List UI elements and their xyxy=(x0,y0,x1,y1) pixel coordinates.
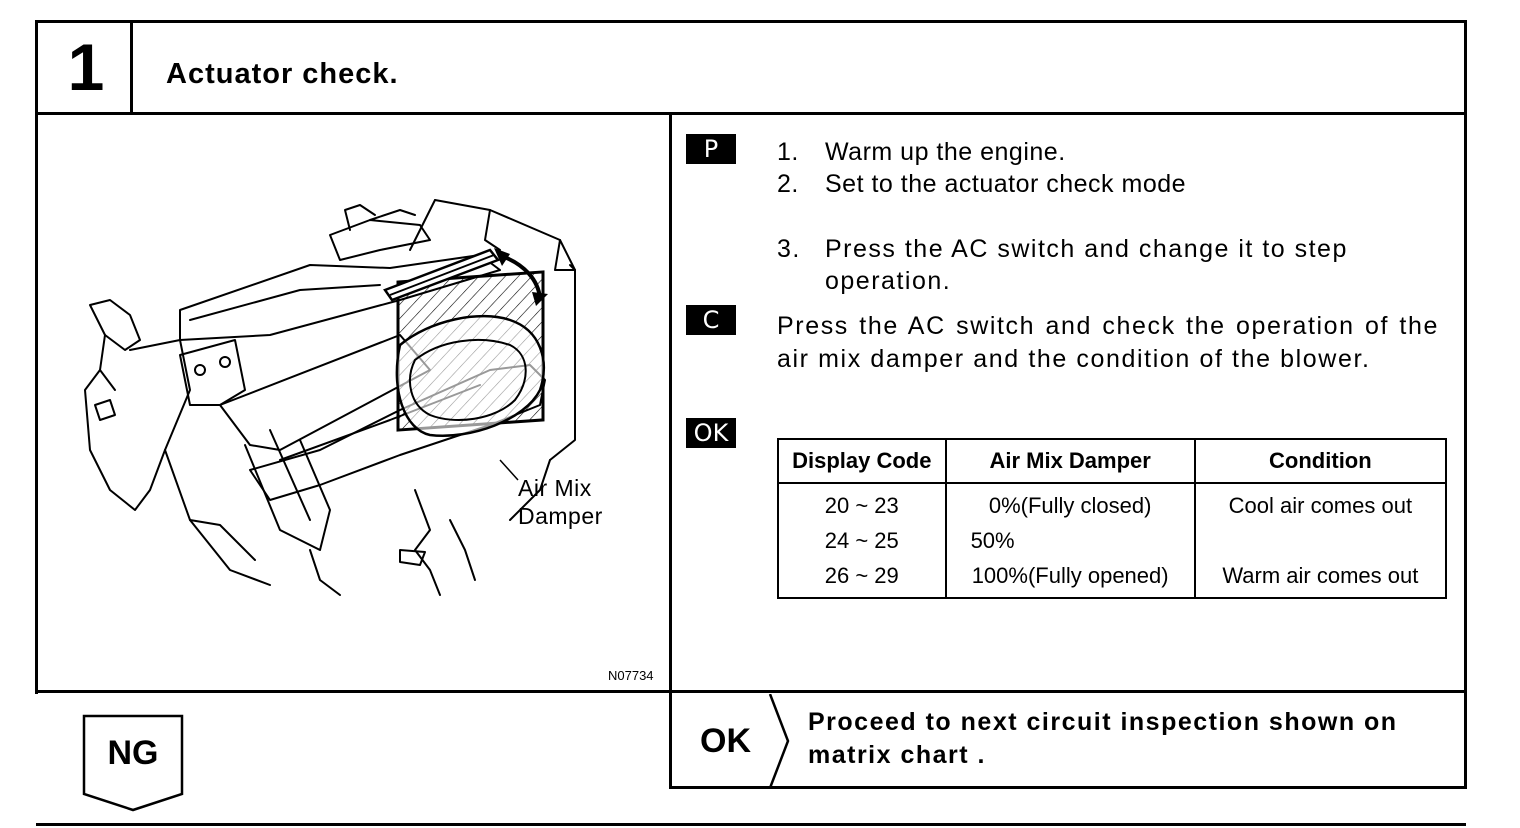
ok-result-text: Proceed to next circuit inspection shown… xyxy=(808,706,1442,772)
cell-damper: 100%(Fully opened) xyxy=(944,558,1196,599)
prep-step-2-text: Set to the actuator check mode xyxy=(825,170,1187,198)
prep-step-3: 3. Press the AC switch and change it to s… xyxy=(777,233,1348,265)
cell-condition: Warm air comes out xyxy=(1193,558,1448,599)
ok-result-text-line1: Proceed to next circuit inspection shown… xyxy=(808,708,1398,736)
prep-step-2: 2. Set to the actuator check mode xyxy=(777,168,1186,200)
ng-result-label: NG xyxy=(107,734,159,772)
ok-tag: OK xyxy=(686,418,736,448)
prep-step-3-num: 3. xyxy=(777,235,801,263)
cell-condition xyxy=(1193,523,1448,558)
header-air-mix-damper: Air Mix Damper xyxy=(944,438,1196,484)
figure-code: N07734 xyxy=(608,668,654,683)
table-row: 20 ~ 23 0%(Fully closed) Cool air comes … xyxy=(777,483,1448,523)
cell-display-code: 26 ~ 29 xyxy=(777,558,947,599)
check-tag: C xyxy=(686,305,736,335)
table-row: 24 ~ 25 50% xyxy=(777,523,1448,558)
step-number: 1 xyxy=(67,30,105,104)
ok-box-bottom-border xyxy=(670,786,1467,789)
step-title: Actuator check. xyxy=(166,58,399,90)
prep-step-3-text: Press the AC switch and change it to ste… xyxy=(825,235,1348,263)
header-display-code: Display Code xyxy=(777,438,947,484)
prep-step-3-cont: operation. xyxy=(825,267,952,295)
heater-unit-illustration xyxy=(84,199,576,596)
ok-condition-table: Display Code Air Mix Damper Condition 20… xyxy=(777,438,1448,599)
frame-right-border xyxy=(1464,20,1467,788)
prep-step-1-num: 1. xyxy=(777,138,799,166)
frame-top-border xyxy=(36,20,1466,23)
content-divider xyxy=(669,113,672,789)
label-line1: Air Mix xyxy=(518,475,592,501)
preparation-tag: P xyxy=(686,134,736,164)
frame-left-border xyxy=(35,20,38,694)
ok-result-text-line2: matrix chart . xyxy=(808,741,987,769)
header-condition: Condition xyxy=(1193,438,1448,484)
step-number-divider xyxy=(130,20,133,114)
content-bottom-border xyxy=(36,690,1466,693)
cell-damper: 50% xyxy=(944,523,1196,558)
prep-step-2-num: 2. xyxy=(777,170,799,198)
page-bottom-rule xyxy=(36,823,1466,826)
prep-step-1-text: Warm up the engine. xyxy=(825,138,1066,166)
ok-chevron-divider xyxy=(768,694,790,788)
air-mix-damper-label: Air Mix Damper xyxy=(518,474,603,530)
check-instruction: Press the AC switch and check the operat… xyxy=(777,312,1439,373)
ng-pentagon-box xyxy=(82,714,184,812)
cell-condition: Cool air comes out xyxy=(1193,483,1448,523)
cell-damper: 0%(Fully closed) xyxy=(944,483,1196,523)
cell-display-code: 20 ~ 23 xyxy=(777,483,947,523)
header-bottom-border xyxy=(36,112,1466,115)
prep-step-1: 1. Warm up the engine. xyxy=(777,136,1066,168)
table-row: 26 ~ 29 100%(Fully opened) Warm air come… xyxy=(777,558,1448,599)
label-line2: Damper xyxy=(518,503,603,529)
cell-display-code: 24 ~ 25 xyxy=(777,523,947,558)
table-header-row: Display Code Air Mix Damper Condition xyxy=(777,438,1448,484)
ok-result-label: OK xyxy=(700,722,751,760)
